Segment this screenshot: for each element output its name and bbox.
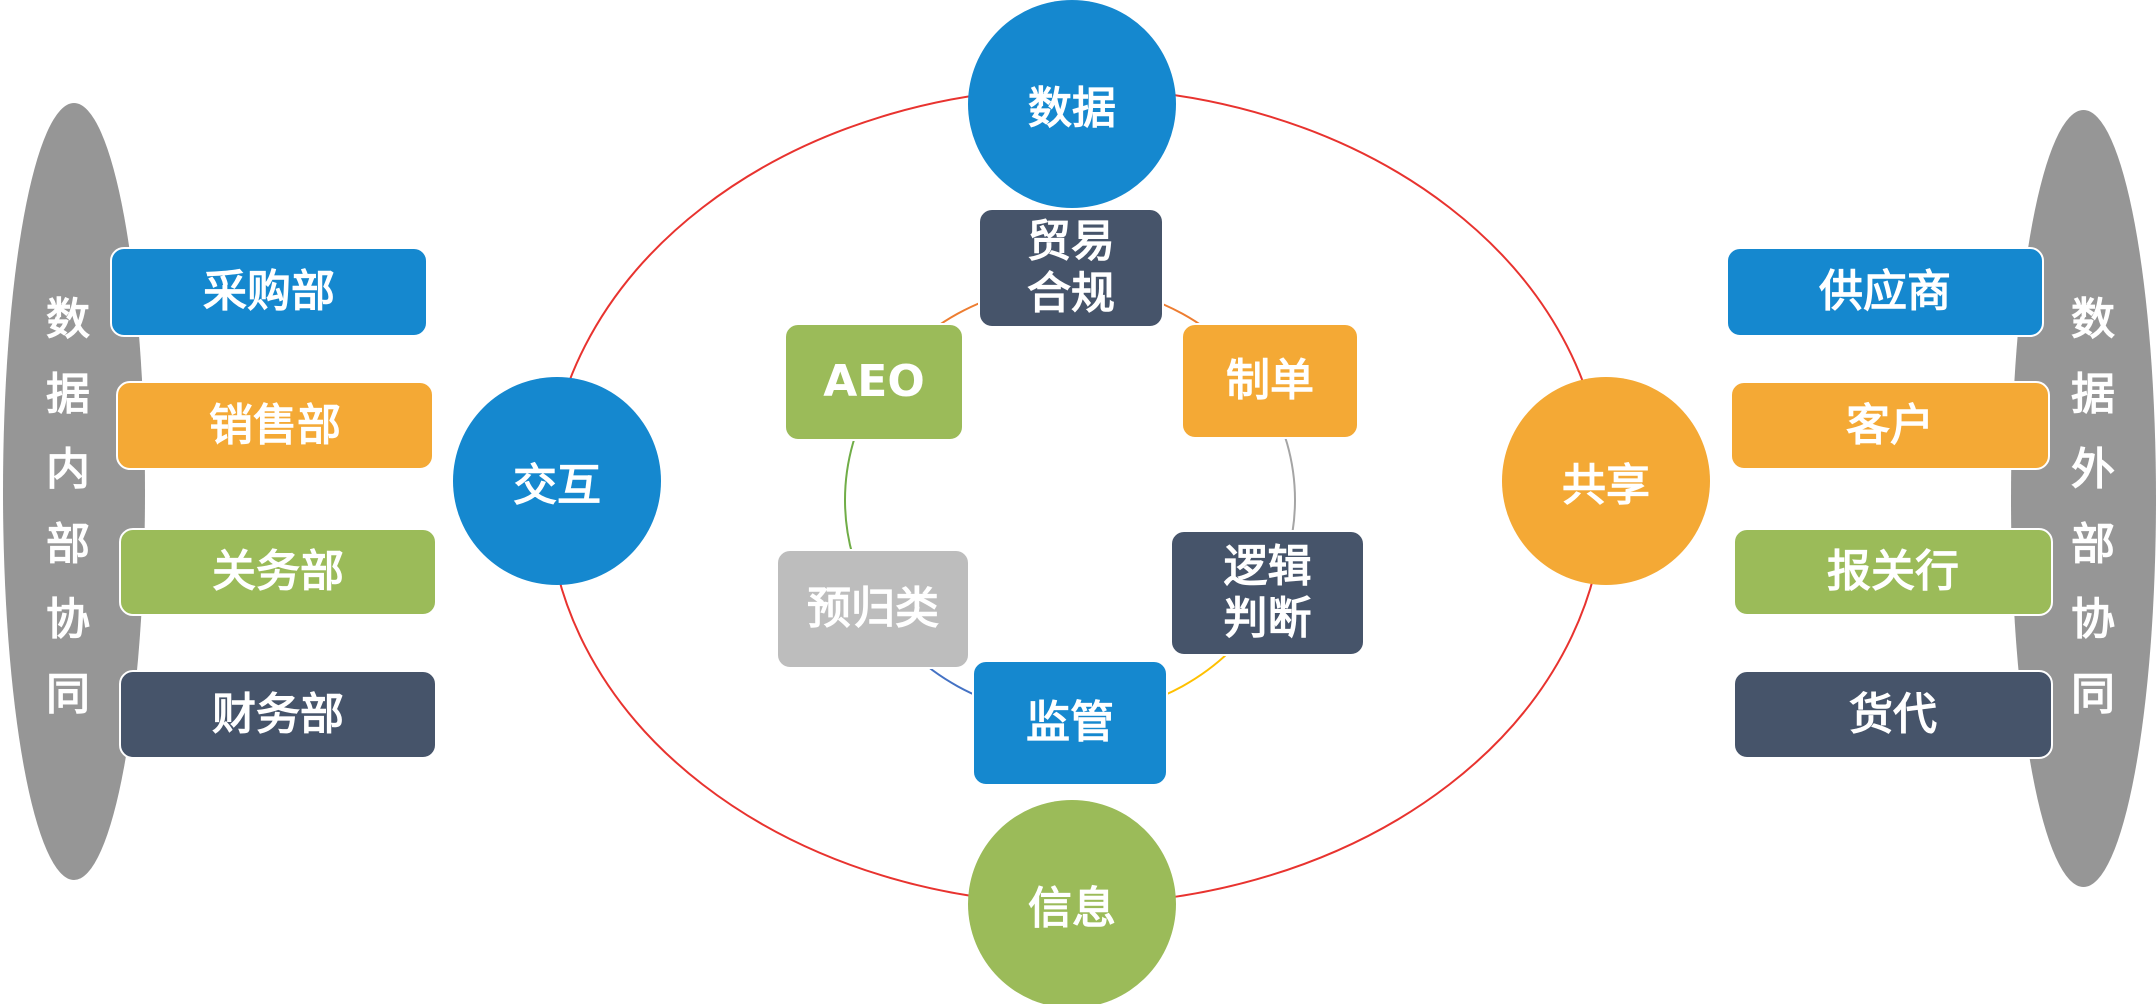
- ext-supplier: 供应商: [1726, 247, 2044, 337]
- box-label: 供应商: [1819, 266, 1951, 317]
- label-char: 据: [46, 369, 90, 420]
- dept-purchasing: 采购部: [110, 247, 428, 337]
- box-label: 预归类: [807, 583, 939, 634]
- box-label: 制单: [1226, 355, 1314, 406]
- box-label: 货代: [1849, 688, 1937, 740]
- label-char: 外: [2071, 444, 2115, 495]
- label-char: 部: [46, 519, 90, 570]
- inner-supervision: 监管: [972, 660, 1168, 786]
- label-char: 同: [46, 669, 90, 720]
- box-label: 采购部: [203, 266, 335, 317]
- ext-customs-broker: 报关行: [1733, 528, 2053, 616]
- box-label: 报关行: [1827, 546, 1959, 597]
- box-label: AEO: [823, 356, 925, 407]
- inner-documents: 制单: [1181, 323, 1359, 439]
- label-char: 数: [2071, 294, 2115, 345]
- label-char: 同: [2071, 669, 2115, 720]
- node-data: 数据: [968, 0, 1176, 208]
- dept-customs: 关务部: [119, 528, 437, 616]
- box-label: 财务部: [212, 688, 344, 740]
- box-label: 合规: [1027, 268, 1115, 319]
- inner-logic: 逻辑 判断: [1170, 530, 1365, 656]
- dept-finance: 财务部: [119, 670, 437, 759]
- inner-trade-compliance: 贸易 合规: [978, 208, 1164, 328]
- node-sharing: 共享: [1502, 377, 1710, 585]
- node-label: 信息: [1028, 883, 1116, 934]
- box-label: 监管: [1026, 697, 1114, 748]
- label-char: 内: [46, 444, 90, 495]
- label-char: 部: [2071, 519, 2115, 570]
- label-char: 数: [46, 294, 90, 345]
- inner-aeo: AEO: [784, 323, 964, 441]
- label-char: 协: [46, 594, 90, 645]
- box-label: 逻辑: [1223, 541, 1312, 592]
- label-char: 据: [2071, 369, 2115, 420]
- node-interaction: 交互: [453, 377, 661, 585]
- inner-pre-classification: 预归类: [776, 549, 970, 669]
- box-label: 关务部: [212, 546, 344, 597]
- box-label: 判断: [1223, 593, 1312, 644]
- node-label: 共享: [1562, 460, 1650, 511]
- box-label: 贸易: [1027, 216, 1115, 267]
- box-label: 客户: [1846, 399, 1934, 451]
- dept-sales: 销售部: [116, 381, 434, 470]
- box-label: 销售部: [209, 399, 341, 451]
- ext-forwarder: 货代: [1733, 670, 2053, 759]
- node-label: 交互: [513, 460, 601, 511]
- node-information: 信息: [968, 800, 1176, 1004]
- internal-collab-label: 数 据 内 部 协 同: [38, 282, 98, 732]
- ext-customer: 客户: [1730, 381, 2050, 470]
- external-collab-label: 数 据 外 部 协 同: [2063, 282, 2123, 732]
- label-char: 协: [2071, 594, 2115, 645]
- node-label: 数据: [1028, 83, 1116, 134]
